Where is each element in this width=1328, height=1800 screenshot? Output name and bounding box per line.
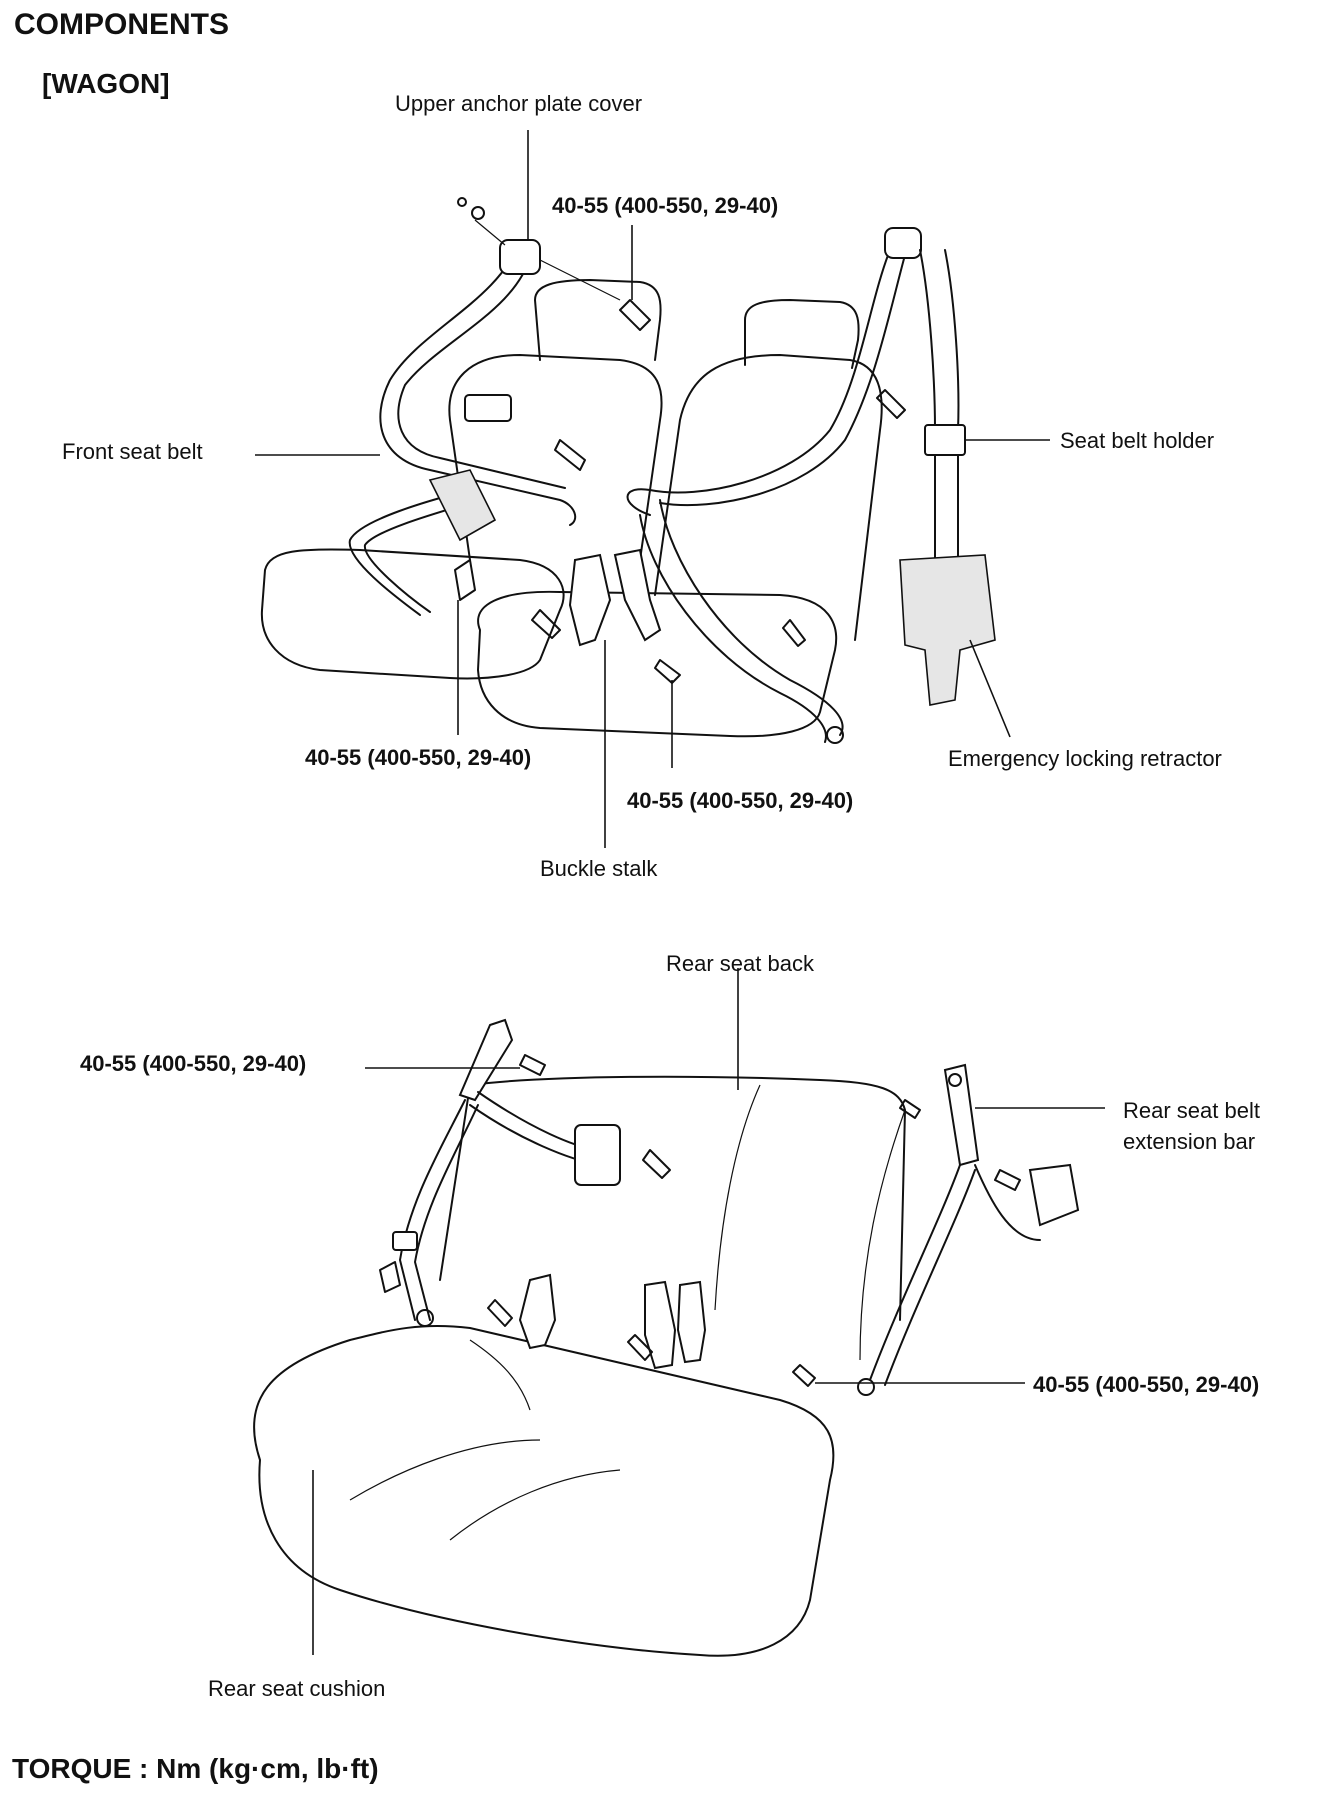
rear-seat-cushion-label: Rear seat cushion bbox=[208, 1676, 386, 1701]
torque-upper-anchor-label: 40-55 (400-550, 29-40) bbox=[552, 193, 779, 218]
rear-seat-illustration bbox=[253, 968, 1105, 1657]
anchor-eye-icon bbox=[826, 726, 844, 744]
emergency-locking-retractor-part bbox=[899, 554, 996, 706]
bolt-icon bbox=[876, 389, 906, 419]
bolt-icon bbox=[554, 439, 586, 471]
torque-units-note: TORQUE : Nm (kg·cm, lb·ft) bbox=[12, 1753, 379, 1784]
rear-right-retractor bbox=[1028, 1163, 1080, 1227]
bolt-icon bbox=[642, 1149, 671, 1179]
upper-anchor-plate bbox=[499, 239, 541, 275]
bolt-icon bbox=[379, 1261, 401, 1293]
anchor-eye-icon bbox=[416, 1309, 434, 1327]
rear-seat-belt-extension-bar-label-line2: extension bar bbox=[1123, 1129, 1256, 1154]
rear-seat-back-label: Rear seat back bbox=[666, 951, 814, 976]
left-front-headrest bbox=[534, 279, 662, 361]
bolt-icon bbox=[627, 1334, 653, 1361]
rear-seat-cushion-outline bbox=[253, 1324, 835, 1657]
rear-seat-belt-extension-bar-label-line1: Rear seat belt bbox=[1123, 1098, 1260, 1123]
right-front-seat-cushion bbox=[477, 590, 838, 738]
front-seats-illustration bbox=[255, 130, 1050, 848]
bolt-icon bbox=[619, 299, 651, 331]
washer-icon bbox=[457, 197, 467, 207]
torque-rear-upper-left-label: 40-55 (400-550, 29-40) bbox=[80, 1051, 307, 1076]
page-title: COMPONENTS bbox=[14, 8, 230, 41]
rear-seat-belt-extension-bar-part bbox=[943, 1063, 980, 1167]
bolt-icon bbox=[654, 659, 681, 684]
left-front-seat-cushion bbox=[260, 548, 565, 680]
bolt-icon bbox=[899, 1099, 921, 1119]
belt-guide bbox=[464, 394, 512, 422]
rear-upper-anchor-left bbox=[458, 1018, 514, 1102]
bolt-icon bbox=[994, 1169, 1021, 1191]
buckle-stalk-label: Buckle stalk bbox=[540, 856, 658, 881]
bolt-icon bbox=[792, 1364, 816, 1387]
rear-belt-guide bbox=[392, 1231, 418, 1251]
bolt-icon bbox=[782, 619, 806, 647]
torque-rear-lower-right-label: 40-55 (400-550, 29-40) bbox=[1033, 1372, 1260, 1397]
rear-buckle-left bbox=[518, 1273, 557, 1350]
torque-lower-left-label: 40-55 (400-550, 29-40) bbox=[305, 745, 532, 770]
bolt-icon bbox=[519, 1054, 546, 1076]
washer-icon bbox=[471, 206, 485, 220]
rear-seat-back-outline bbox=[439, 1075, 906, 1321]
page-subtitle: [WAGON] bbox=[42, 68, 170, 99]
front-seat-belt-webbing bbox=[379, 239, 577, 526]
bolt-icon bbox=[531, 609, 561, 639]
upper-anchor-plate-cover-label: Upper anchor plate cover bbox=[395, 91, 643, 116]
right-front-seat-belt-webbing bbox=[626, 249, 891, 516]
emergency-locking-retractor-label: Emergency locking retractor bbox=[948, 746, 1222, 771]
bolt-icon bbox=[487, 1299, 513, 1327]
rear-buckle-center bbox=[644, 1280, 677, 1370]
left-front-seat-back bbox=[448, 354, 663, 561]
anchor-eye-icon bbox=[857, 1378, 875, 1396]
buckle-stalk-right bbox=[613, 548, 662, 642]
seat-belt-holder-part bbox=[924, 424, 966, 456]
rear-buckle-right bbox=[676, 1280, 707, 1364]
bolt-icon bbox=[454, 559, 476, 601]
torque-buckle-label: 40-55 (400-550, 29-40) bbox=[627, 788, 854, 813]
rear-left-retractor bbox=[574, 1124, 621, 1186]
buckle-stalk-left bbox=[568, 553, 612, 647]
right-front-seat-back bbox=[654, 354, 883, 641]
seat-belt-holder-label: Seat belt holder bbox=[1060, 428, 1215, 453]
front-retractor bbox=[428, 469, 497, 542]
right-front-headrest bbox=[744, 299, 860, 369]
upper-anchor-right bbox=[884, 227, 922, 259]
front-seat-belt-label: Front seat belt bbox=[62, 439, 203, 464]
